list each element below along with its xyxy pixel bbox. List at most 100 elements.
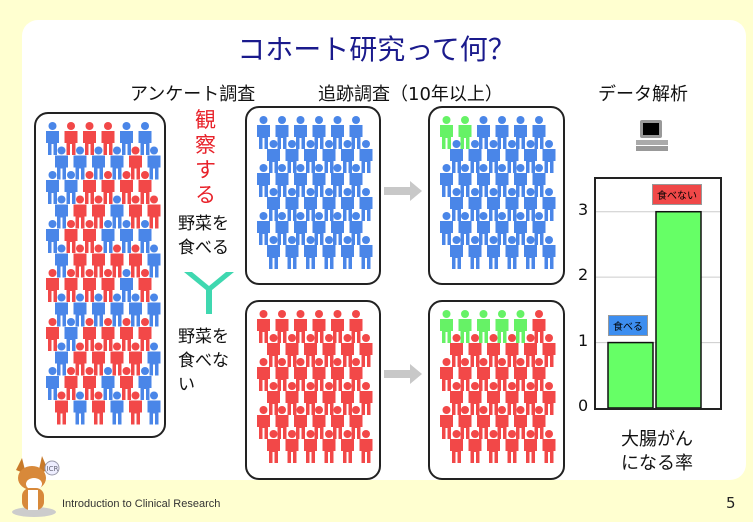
person-icon [341,334,354,367]
person-icon [514,310,527,343]
noneaters-start-box [245,300,381,480]
person-icon [505,382,519,415]
person-icon [349,164,363,197]
person-icon [440,164,453,197]
person-icon [349,212,363,245]
person-icon [275,310,289,343]
person-icon [322,334,336,367]
person-icon [450,334,463,367]
person-icon [55,342,68,376]
person-icon [294,116,307,149]
person-icon [349,116,363,149]
person-icon [524,382,537,415]
person-icon [46,122,59,155]
person-icon [267,382,280,415]
person-icon [138,220,152,253]
person-icon [468,430,482,463]
person-icon [73,244,87,278]
noneaters-end-box [428,300,565,480]
person-icon [477,116,490,149]
person-icon [458,358,472,391]
person-icon [138,269,152,302]
person-icon [101,122,115,155]
person-icon [285,188,299,221]
person-icon [129,146,142,180]
person-icon [487,382,500,415]
person-icon [322,140,336,173]
person-icon [359,188,373,221]
person-icon [458,212,472,245]
person-icon [524,140,537,173]
person-icon [64,122,78,155]
person-icon [275,164,289,197]
person-icon [92,244,105,278]
person-icon [64,318,78,351]
person-icon [495,310,509,343]
person-icon [285,334,299,367]
page-number: 5 [726,494,736,512]
person-icon [468,334,482,367]
person-icon [110,391,124,425]
person-icon [110,195,124,229]
person-icon [83,220,96,253]
person-icon [542,236,556,269]
person-icon [304,140,317,173]
person-icon [147,146,161,180]
person-icon [285,140,299,173]
person-icon [147,195,161,229]
person-icon [73,342,87,376]
person-icon [440,116,453,149]
person-icon [129,391,142,425]
person-icon [542,188,556,221]
person-icon [294,164,307,197]
bar-category-label: 食べない [652,183,702,205]
person-icon [468,382,482,415]
svg-text:ICR: ICR [47,465,59,473]
person-icon [331,358,344,391]
person-icon [55,146,68,180]
person-icon [257,406,270,439]
person-icon [322,382,336,415]
person-icon [92,391,105,425]
person-icon [349,358,363,391]
person-icon [46,269,59,302]
person-icon [450,382,463,415]
y-tick-label: 0 [578,396,589,415]
y-tick-label: 2 [578,265,589,285]
person-icon [304,334,317,367]
survey-population-box [34,112,166,438]
person-icon [359,430,373,463]
person-icon [304,430,317,463]
bar-category-label: 食べる [608,314,648,336]
person-icon [110,244,124,278]
person-icon [487,236,500,269]
person-icon [120,318,133,351]
person-icon [304,236,317,269]
person-icon [542,430,556,463]
person-icon [120,122,133,155]
person-icon [312,212,326,245]
person-icon [129,293,142,327]
person-icon [285,430,299,463]
heading-analysis: データ解析 [598,84,688,105]
person-icon [505,334,519,367]
person-icon [83,318,96,351]
person-icon [495,212,509,245]
person-icon [55,391,68,425]
person-icon [120,269,133,302]
person-icon [341,188,354,221]
chart-xlabel-line1: 大腸がん [621,429,693,450]
person-icon [322,430,336,463]
person-icon [514,116,527,149]
person-icon [331,406,344,439]
person-icon [477,358,490,391]
person-icon [514,406,527,439]
person-icon [138,122,152,155]
person-icon [359,140,373,173]
person-icon [532,116,546,149]
person-icon [83,171,96,204]
person-icon [331,310,344,343]
person-icon [458,164,472,197]
person-icon [312,310,326,343]
person-icon [514,212,527,245]
